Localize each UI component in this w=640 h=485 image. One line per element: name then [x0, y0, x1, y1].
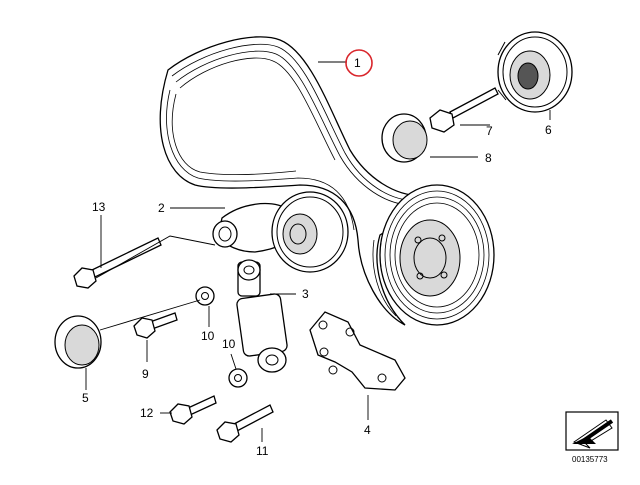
callout-1-highlight-ring: [345, 49, 373, 77]
callout-8: 8: [485, 151, 492, 165]
callout-13: 13: [92, 200, 106, 214]
callout-6: 6: [545, 123, 552, 137]
callout-3: 3: [302, 287, 309, 301]
callout-10-lower: 10: [222, 337, 236, 351]
callout-1: 1: [354, 56, 361, 70]
reference-code: 00135773: [572, 455, 608, 464]
hex-bolt-11: [216, 404, 274, 443]
callout-2: 2: [158, 201, 165, 215]
protective-cap: [381, 113, 428, 163]
callout-12: 12: [140, 406, 154, 420]
direction-arrow-icon: [565, 411, 619, 451]
shock-absorber: [236, 259, 288, 373]
callout-11: 11: [256, 444, 269, 458]
callout-5: 5: [82, 391, 89, 405]
callout-4: 4: [364, 423, 371, 437]
callout-10-upper: 10: [201, 329, 215, 343]
callout-labels: 1 2 3 4 5 6 7 8 9 10 10 11 12 13: [82, 49, 552, 458]
hex-bolt-9: [133, 312, 178, 339]
washer-10-upper: [195, 286, 215, 306]
crankshaft-pulley: [379, 184, 495, 326]
hex-bolt-12: [169, 395, 217, 425]
washer-10-lower: [228, 368, 248, 388]
belt-tensioner: [212, 191, 349, 273]
hex-bolt-7: [429, 87, 499, 133]
mounting-bracket: [309, 311, 406, 391]
callout-7: 7: [486, 124, 493, 138]
protective-cap-left: [54, 315, 102, 369]
leader-lines: [85, 61, 551, 442]
deflection-pulley: [497, 31, 573, 113]
hex-bolt-13: [73, 237, 162, 289]
callout-9: 9: [142, 367, 149, 381]
poly-v-belt: [159, 36, 442, 326]
